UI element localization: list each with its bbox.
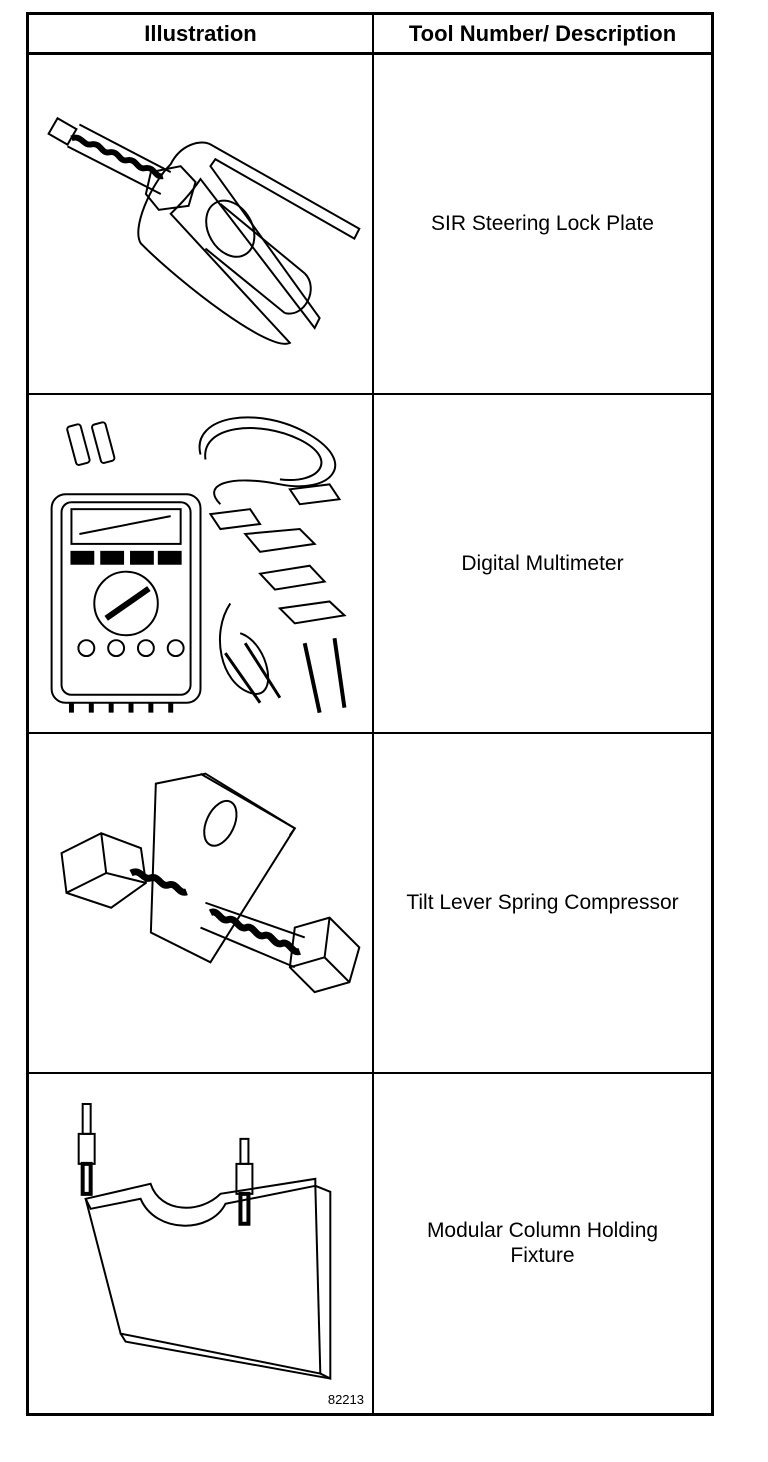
tool-table: Illustration Tool Number/ Description SI…	[26, 12, 714, 1416]
description-cell-3: Tilt Lever Spring Compressor	[374, 734, 711, 1074]
illustration-cell-3	[29, 734, 374, 1074]
holding-fixture-icon	[77, 1102, 332, 1380]
description-cell-2: Digital Multimeter	[374, 395, 711, 734]
spring-compressor-icon	[60, 772, 361, 994]
header-description: Tool Number/ Description	[374, 15, 711, 55]
lock-plate-puller-icon	[47, 116, 361, 345]
illustration-cell-2	[29, 394, 374, 734]
digital-multimeter-icon	[50, 415, 347, 713]
illustration-cell-1	[29, 55, 374, 395]
description-cell-4: Modular Column Holding Fixture	[426, 1219, 659, 1268]
illustration-cell-4: 82213	[29, 1073, 374, 1413]
figure-number: 82213	[327, 1392, 364, 1407]
header-illustration: Illustration	[29, 15, 374, 55]
description-cell-1: SIR Steering Lock Plate	[374, 55, 711, 395]
